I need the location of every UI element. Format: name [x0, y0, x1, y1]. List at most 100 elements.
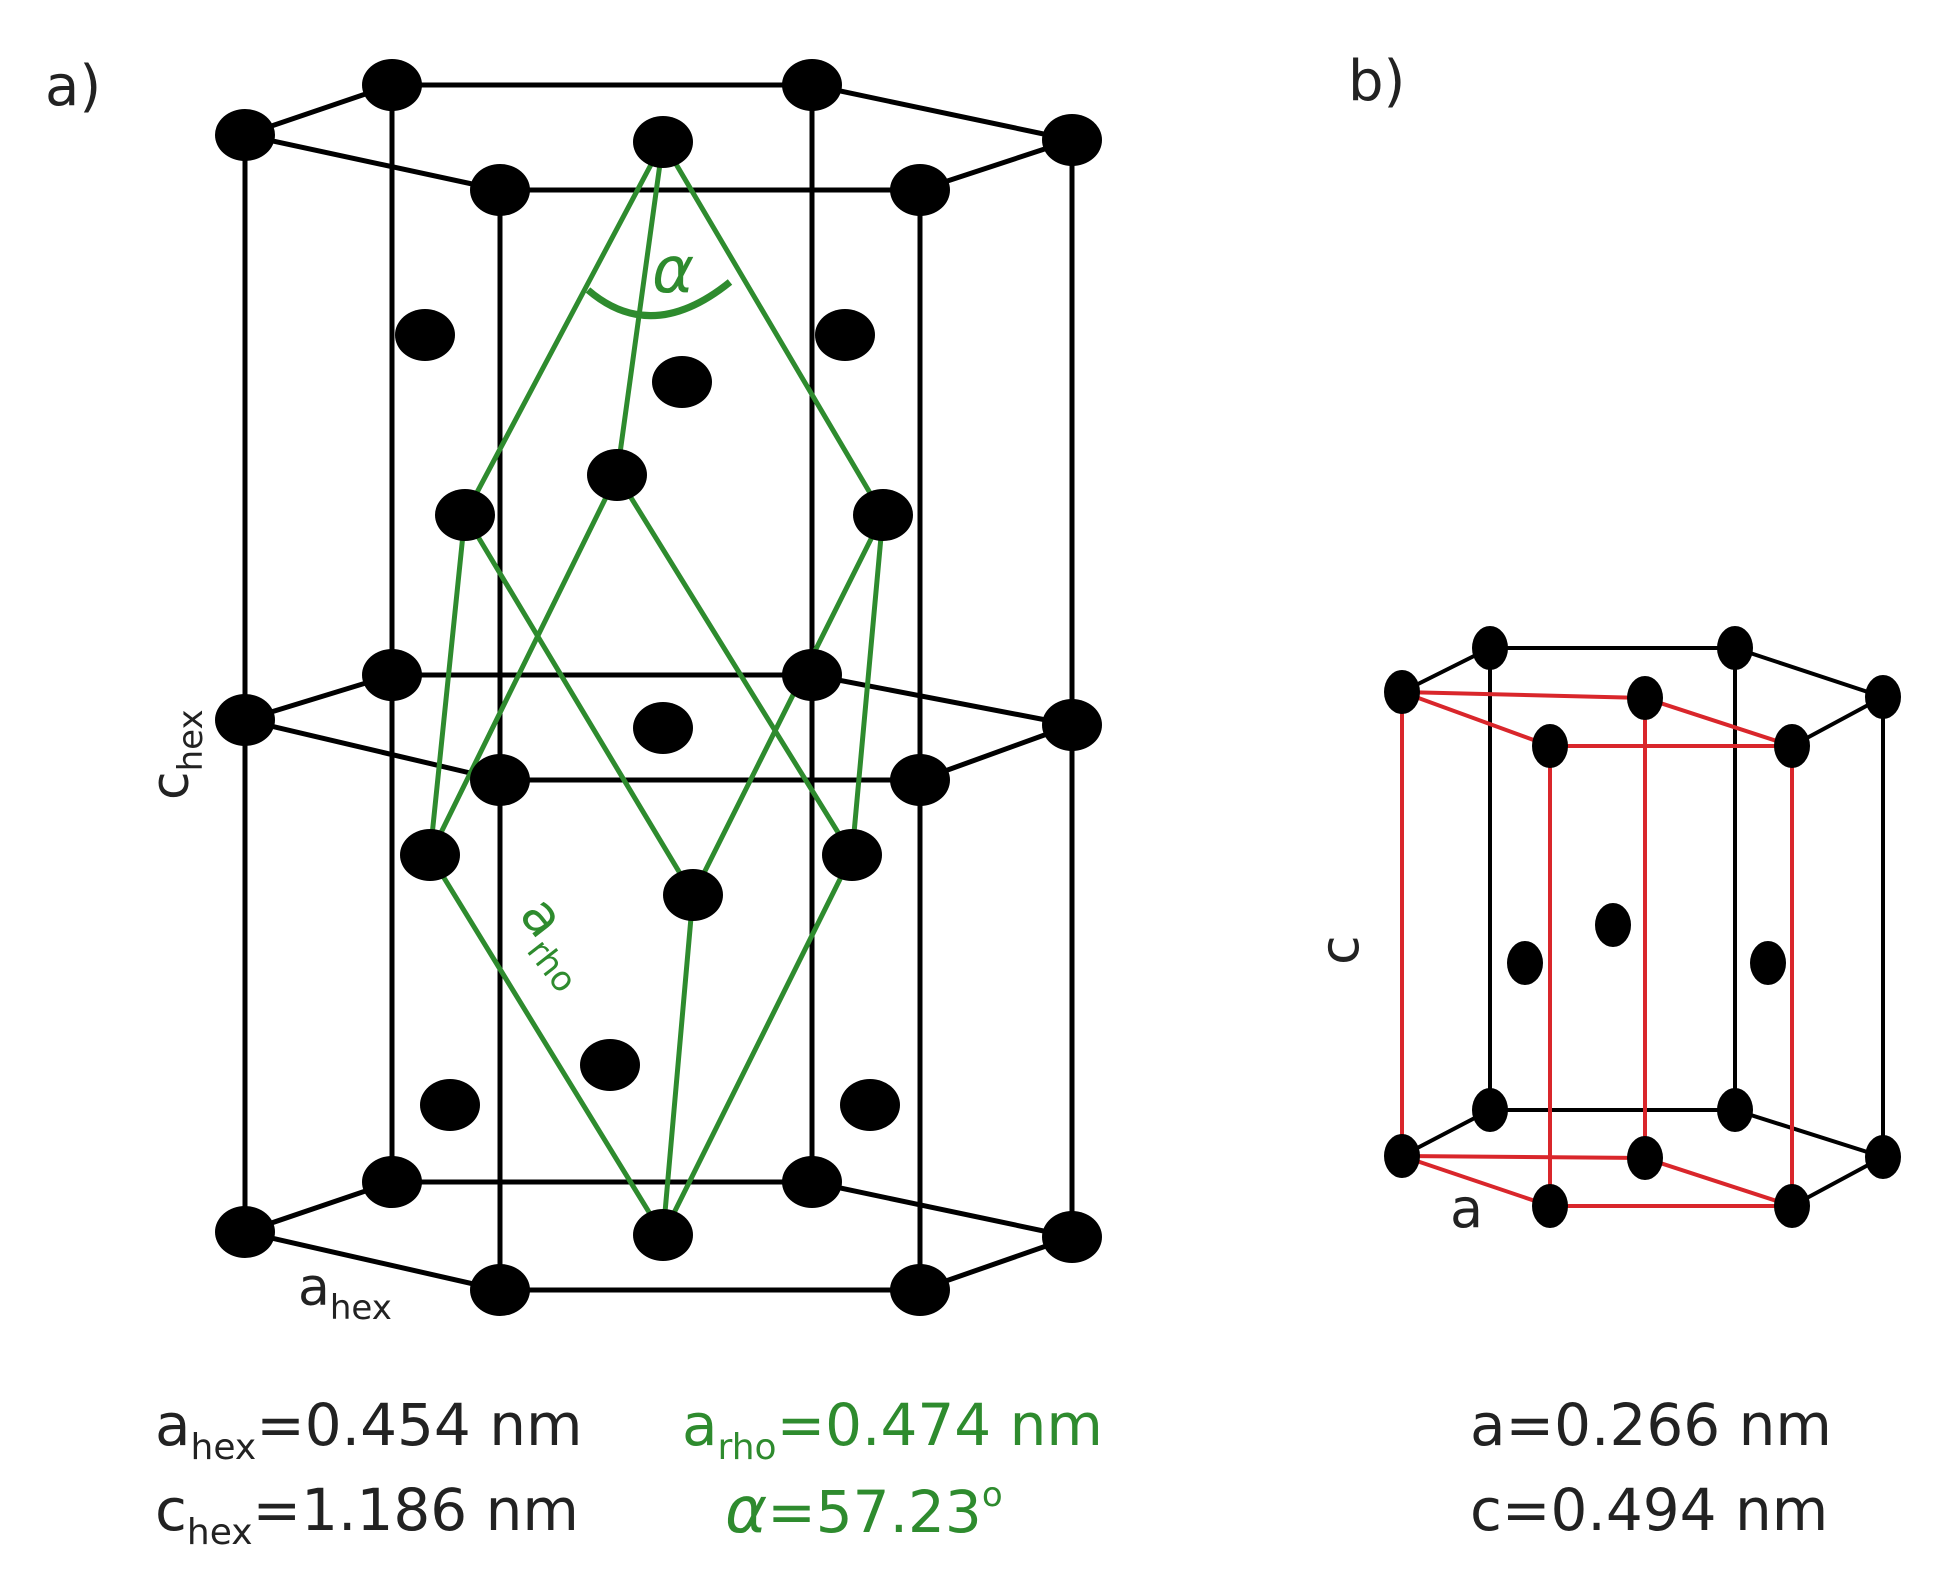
hex-edge: [1733, 1108, 1885, 1159]
rho-edge: [427, 512, 468, 858]
atom: [1507, 941, 1543, 985]
a-hex-sub: hex: [330, 1288, 392, 1328]
atom: [470, 1264, 530, 1316]
atom: [1865, 1135, 1901, 1179]
panel-a-hexagonal-rhombohedral-cell: a) α chex ahex arho ahex=0.454 nm chex=1…: [45, 54, 1103, 1553]
a-axis-label: a: [1450, 1177, 1483, 1240]
atom: [633, 702, 693, 754]
rho-edge: [849, 512, 886, 858]
atom: [1384, 670, 1420, 714]
unit-cell-edge: [1400, 690, 1552, 748]
atom: [1627, 676, 1663, 720]
atom: [1627, 1136, 1663, 1180]
rho-edge: [427, 852, 666, 1238]
unit-cell-edge: [1400, 690, 1647, 700]
hex-edge: [809, 672, 1075, 728]
c-hex-sub: hex: [171, 709, 211, 771]
c-hex-axis-label: chex: [141, 709, 211, 800]
atom: [782, 649, 842, 701]
hex-edge: [242, 717, 503, 783]
atom: [1042, 1211, 1102, 1263]
atom: [1717, 1088, 1753, 1132]
a-hex-base: a: [298, 1258, 330, 1318]
rho-edge: [660, 139, 886, 518]
atom: [362, 649, 422, 701]
rho-edge: [462, 139, 666, 518]
svg-text:arho: arho: [498, 884, 612, 1000]
atom: [1472, 626, 1508, 670]
atom: [815, 309, 875, 361]
rho-edge: [690, 512, 886, 898]
atom: [652, 356, 712, 408]
a-rho-edge-label: arho: [498, 884, 612, 1000]
panel-b-atoms: [1384, 626, 1901, 1228]
atom: [420, 1079, 480, 1131]
panel-a-atoms: [215, 59, 1102, 1316]
atom: [362, 1156, 422, 1208]
c-hex-parameter: chex=1.186 nm: [155, 1476, 579, 1553]
atom: [1717, 626, 1753, 670]
unit-cell-edge: [1643, 1156, 1794, 1208]
c-axis-label: c: [1308, 935, 1371, 965]
rho-edge: [660, 892, 696, 1238]
alpha-angle-label: α: [652, 234, 694, 308]
rho-edge: [462, 512, 696, 898]
alpha-parameter: α=57.23o: [725, 1474, 1003, 1548]
c-hex-base: c: [141, 771, 201, 800]
rhombohedral-cell-edges: [427, 139, 886, 1238]
svg-text:c: c: [1308, 935, 1371, 965]
alpha-angle-arc: [585, 279, 733, 319]
hex-edge: [242, 132, 503, 193]
rho-edge: [427, 472, 620, 858]
atom: [1042, 699, 1102, 751]
atom: [1472, 1088, 1508, 1132]
atom: [395, 309, 455, 361]
atom: [633, 116, 693, 168]
atom: [822, 829, 882, 881]
hex-edge: [809, 82, 1075, 143]
atom: [1384, 1134, 1420, 1178]
atom: [580, 1039, 640, 1091]
atom: [633, 1209, 693, 1261]
svg-text:chex: chex: [141, 709, 211, 800]
panel-a-label: a): [45, 54, 101, 119]
rho-edge: [614, 139, 666, 478]
atom: [362, 59, 422, 111]
atom: [1774, 1184, 1810, 1228]
a-hex-axis-label: ahex: [298, 1258, 392, 1328]
atom: [890, 164, 950, 216]
unit-cell-edge: [1643, 696, 1794, 748]
atom: [1595, 903, 1631, 947]
atom: [435, 489, 495, 541]
atom: [470, 754, 530, 806]
rho-edge: [660, 852, 855, 1238]
atom: [400, 829, 460, 881]
hex-parameters: ahex=0.454 nm chex=1.186 nm: [155, 1391, 583, 1553]
hcp-cell-edges: [1400, 646, 1885, 1208]
atom: [890, 1264, 950, 1316]
atom: [1532, 1184, 1568, 1228]
atom: [215, 694, 275, 746]
hcp-unit-cell-edges: [1400, 690, 1794, 1208]
unit-cell-edge: [1400, 1154, 1647, 1160]
atom: [215, 1206, 275, 1258]
c-parameter: c=0.494 nm: [1470, 1476, 1828, 1544]
atom: [890, 754, 950, 806]
panel-b-label: b): [1348, 49, 1405, 114]
atom: [215, 109, 275, 161]
atom: [470, 164, 530, 216]
atom: [1042, 114, 1102, 166]
atom: [587, 449, 647, 501]
atom: [1750, 941, 1786, 985]
hex-edge: [1733, 646, 1885, 699]
atom: [1865, 675, 1901, 719]
atom: [782, 59, 842, 111]
atom: [1532, 724, 1568, 768]
a-hex-parameter: ahex=0.454 nm: [155, 1391, 583, 1468]
hex-edge: [809, 1179, 1075, 1240]
rho-edge: [614, 472, 855, 858]
panel-b-hcp-cell: b) c a a=0.266 nm c=0.494 nm: [1308, 49, 1901, 1544]
unit-cell-edge: [1400, 1154, 1552, 1208]
atom: [840, 1079, 900, 1131]
